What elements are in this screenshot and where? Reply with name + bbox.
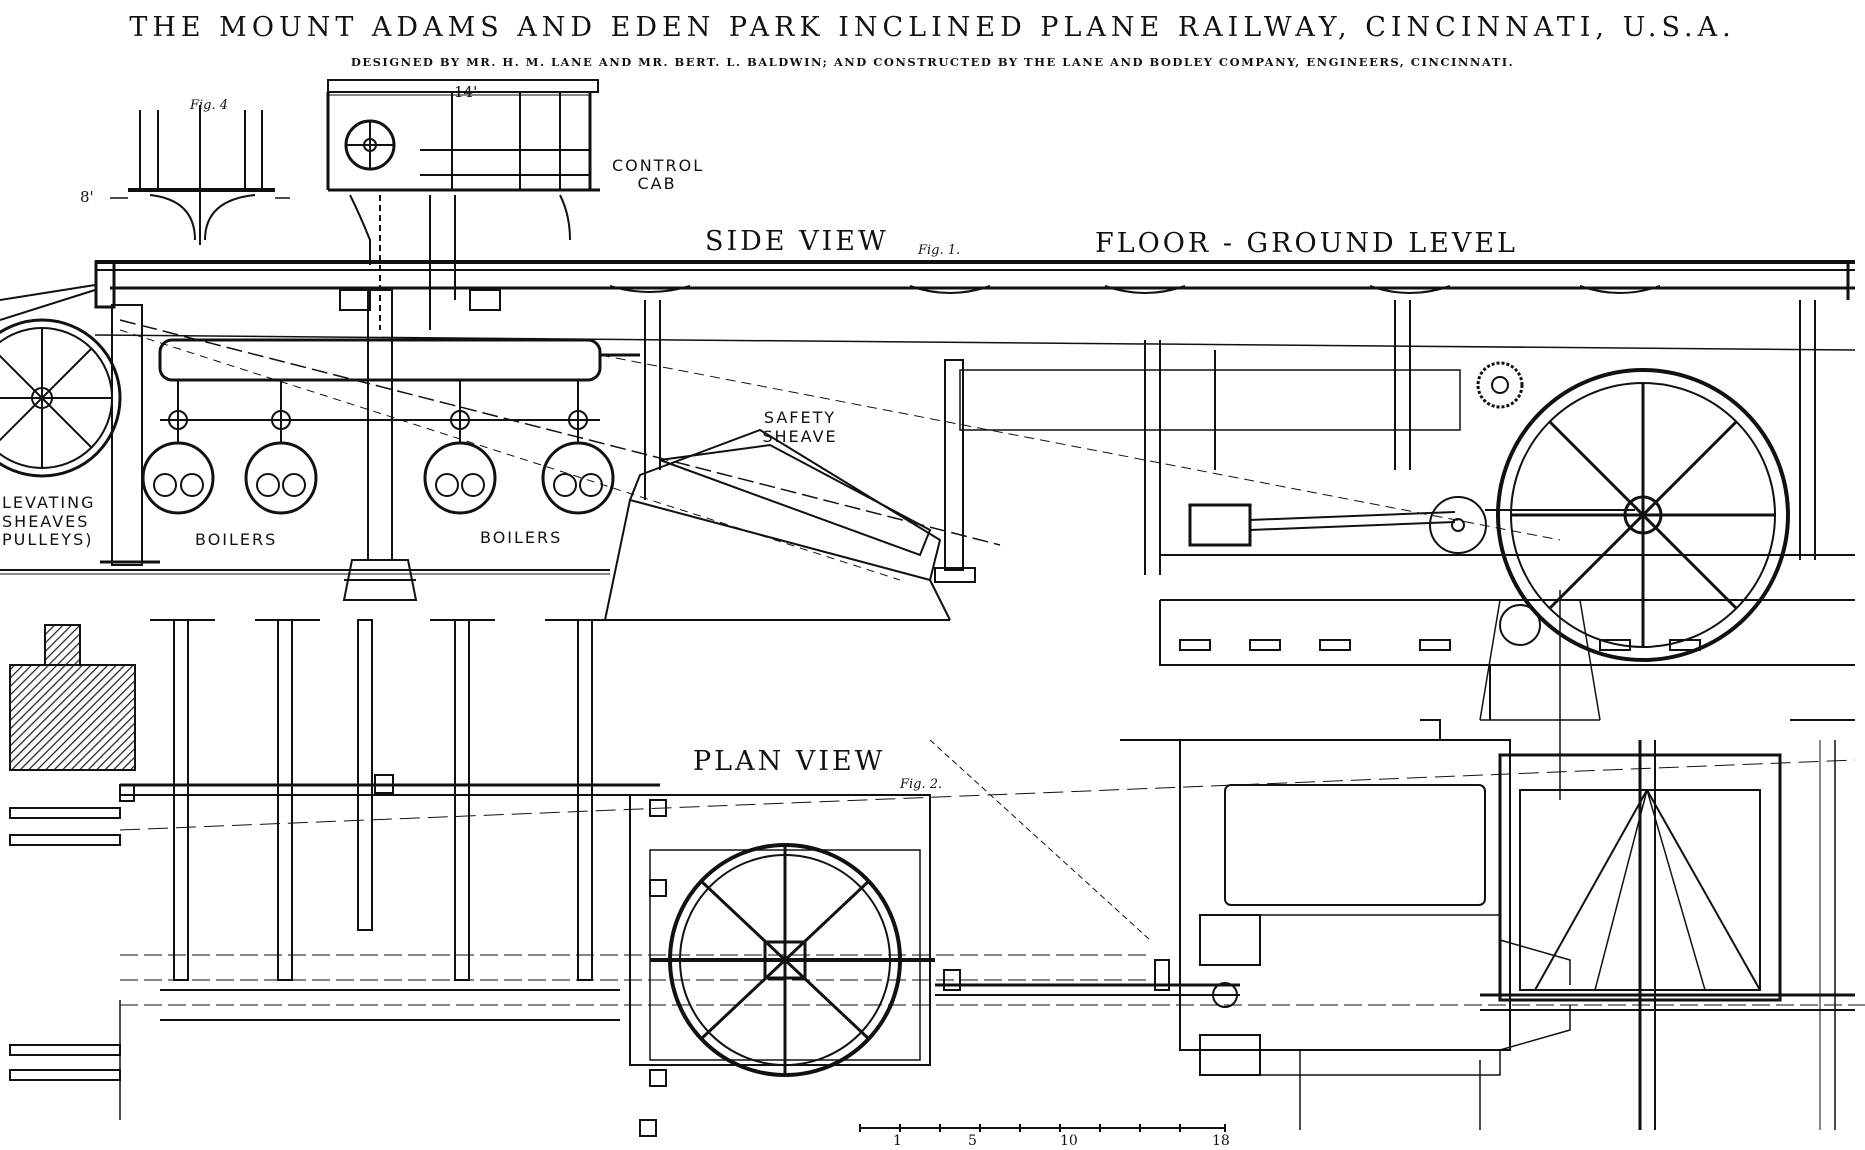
plan-view-heading: PLAN VIEW [693,746,886,777]
fig-1-label: Fig. 1. [918,243,961,258]
side-view-drawing [0,80,1855,800]
scale-tick-1: 1 [893,1133,902,1149]
side-view-heading: SIDE VIEW [705,226,889,257]
plan-view-drawing [10,620,1865,1136]
drawing-title: THE MOUNT ADAMS AND EDEN PARK INCLINED P… [129,12,1736,43]
control-cab-label-line1: CONTROL [612,156,705,175]
fig-2-label: Fig. 2. [900,777,943,792]
boiler-group [143,380,613,513]
elevating-sheaves-label-line3: PULLEYS) [2,530,94,549]
safety-sheave-label-line1: SAFETY [763,408,837,427]
elevating-sheaves-label-line2: SHEAVES [2,512,90,531]
scale-tick-10: 10 [1060,1133,1078,1149]
control-cab-label-line2: CAB [637,174,677,193]
scale-bar-graphic [860,1124,1225,1132]
drawing-subtitle: DESIGNED BY MR. H. M. LANE AND MR. BERT.… [350,55,1515,69]
boilers-label-left: BOILERS [195,530,278,549]
dimension-14-ft: 14' [454,83,478,101]
floor-ground-level-heading: FLOOR - GROUND LEVEL [1095,228,1518,259]
boilers-label-right: BOILERS [480,528,563,547]
scale-tick-5: 5 [968,1133,977,1149]
safety-sheave-label-line2: SHEAVE [762,427,838,446]
elevating-sheaves-label-line1: LEVATING [2,493,96,512]
scale-tick-18: 18 [1212,1133,1230,1149]
fig-4-label: Fig. 4 [190,98,229,113]
dimension-8-ft: 8' [80,188,94,206]
